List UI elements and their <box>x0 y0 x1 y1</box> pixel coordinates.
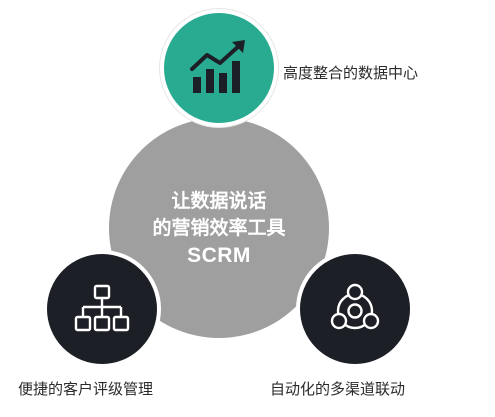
hierarchy-icon <box>74 284 130 332</box>
center-title-line-3: SCRM <box>187 243 251 267</box>
data-center-node <box>160 9 278 127</box>
customer-rating-label: 便捷的客户评级管理 <box>18 380 154 398</box>
bar-chart-growth-icon <box>190 40 245 93</box>
multichannel-label: 自动化的多渠道联动 <box>270 380 406 398</box>
customer-rating-node <box>43 250 161 368</box>
multichannel-node <box>296 250 414 368</box>
cycle-nodes-icon <box>330 283 380 330</box>
center-title-line-1: 让数据说话 <box>171 189 267 212</box>
center-title-line-2: 的营销效率工具 <box>152 216 286 239</box>
data-center-label: 高度整合的数据中心 <box>283 64 419 82</box>
